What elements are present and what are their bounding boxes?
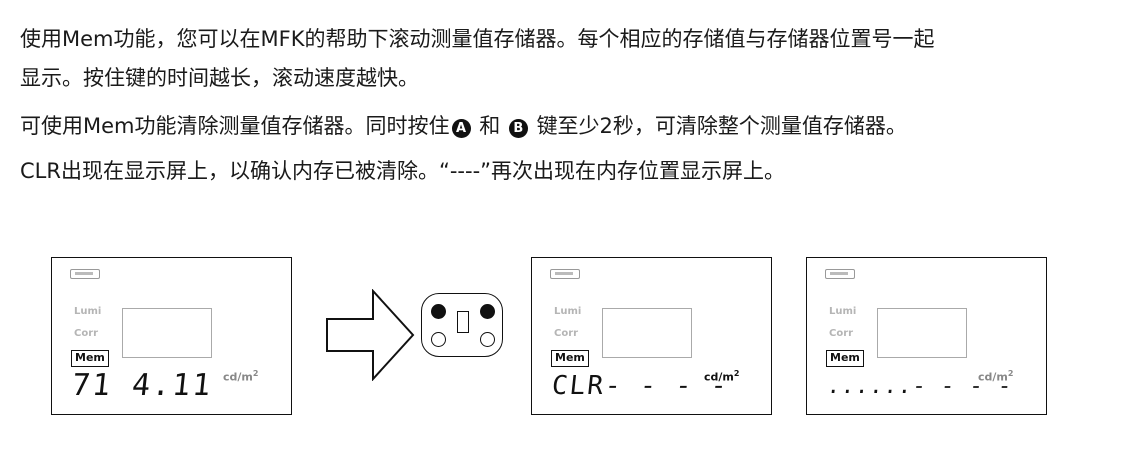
sub-screen bbox=[122, 308, 212, 358]
paragraph-1-line-2: 显示。按住键的时间越长，滚动速度越快。 bbox=[20, 66, 419, 90]
keypad-device-icon bbox=[421, 293, 503, 357]
center-key-icon bbox=[457, 311, 469, 333]
paragraph-2-text-b: 键至少2秒，可清除整个测量值存储器。 bbox=[536, 114, 907, 138]
paragraph-2-and: 和 bbox=[479, 114, 501, 138]
mem-indicator: Mem bbox=[826, 350, 864, 367]
button-b-pressed-icon bbox=[480, 304, 495, 319]
sub-screen bbox=[602, 308, 692, 358]
lcd-readout: 71 4.11 bbox=[70, 368, 215, 403]
lumi-label: Lumi bbox=[829, 306, 857, 317]
unit-label: cd/m2 bbox=[223, 369, 259, 384]
lcd-display-1: Lumi Corr Mem 71 4.11 cd/m2 bbox=[51, 257, 292, 415]
lumi-label: Lumi bbox=[74, 306, 102, 317]
button-c-icon bbox=[431, 332, 446, 347]
battery-icon bbox=[70, 269, 100, 279]
corr-label: Corr bbox=[74, 328, 99, 339]
paragraph-2-text-a: 可使用Mem功能清除测量值存储器。同时按住 bbox=[20, 114, 450, 138]
paragraph-1-line-1: 使用Mem功能，您可以在MFK的帮助下滚动测量值存储器。每个相应的存储值与存储器… bbox=[20, 27, 935, 51]
unit-label: cd/m2 bbox=[978, 369, 1014, 384]
lcd-display-3: Lumi Corr Mem ......- - - - cd/m2 bbox=[806, 257, 1047, 415]
lumi-label: Lumi bbox=[554, 306, 582, 317]
mem-indicator: Mem bbox=[551, 350, 589, 367]
paragraph-2-line-2: CLR出现在显示屏上，以确认内存已被清除。“----”再次出现在内存位置显示屏上… bbox=[20, 159, 786, 183]
button-a-icon: A bbox=[451, 119, 471, 138]
unit-label: cd/m2 bbox=[704, 369, 740, 384]
right-arrow-icon bbox=[326, 289, 415, 381]
button-b-icon: B bbox=[508, 119, 528, 138]
corr-label: Corr bbox=[554, 328, 579, 339]
button-a-pressed-icon bbox=[431, 304, 446, 319]
corr-label: Corr bbox=[829, 328, 854, 339]
sub-screen bbox=[877, 308, 967, 358]
battery-icon bbox=[550, 269, 580, 279]
button-d-icon bbox=[480, 332, 495, 347]
lcd-display-2: Lumi Corr Mem CLR- - - - cd/m2 bbox=[531, 257, 772, 415]
battery-icon bbox=[825, 269, 855, 279]
mem-indicator: Mem bbox=[71, 350, 109, 367]
